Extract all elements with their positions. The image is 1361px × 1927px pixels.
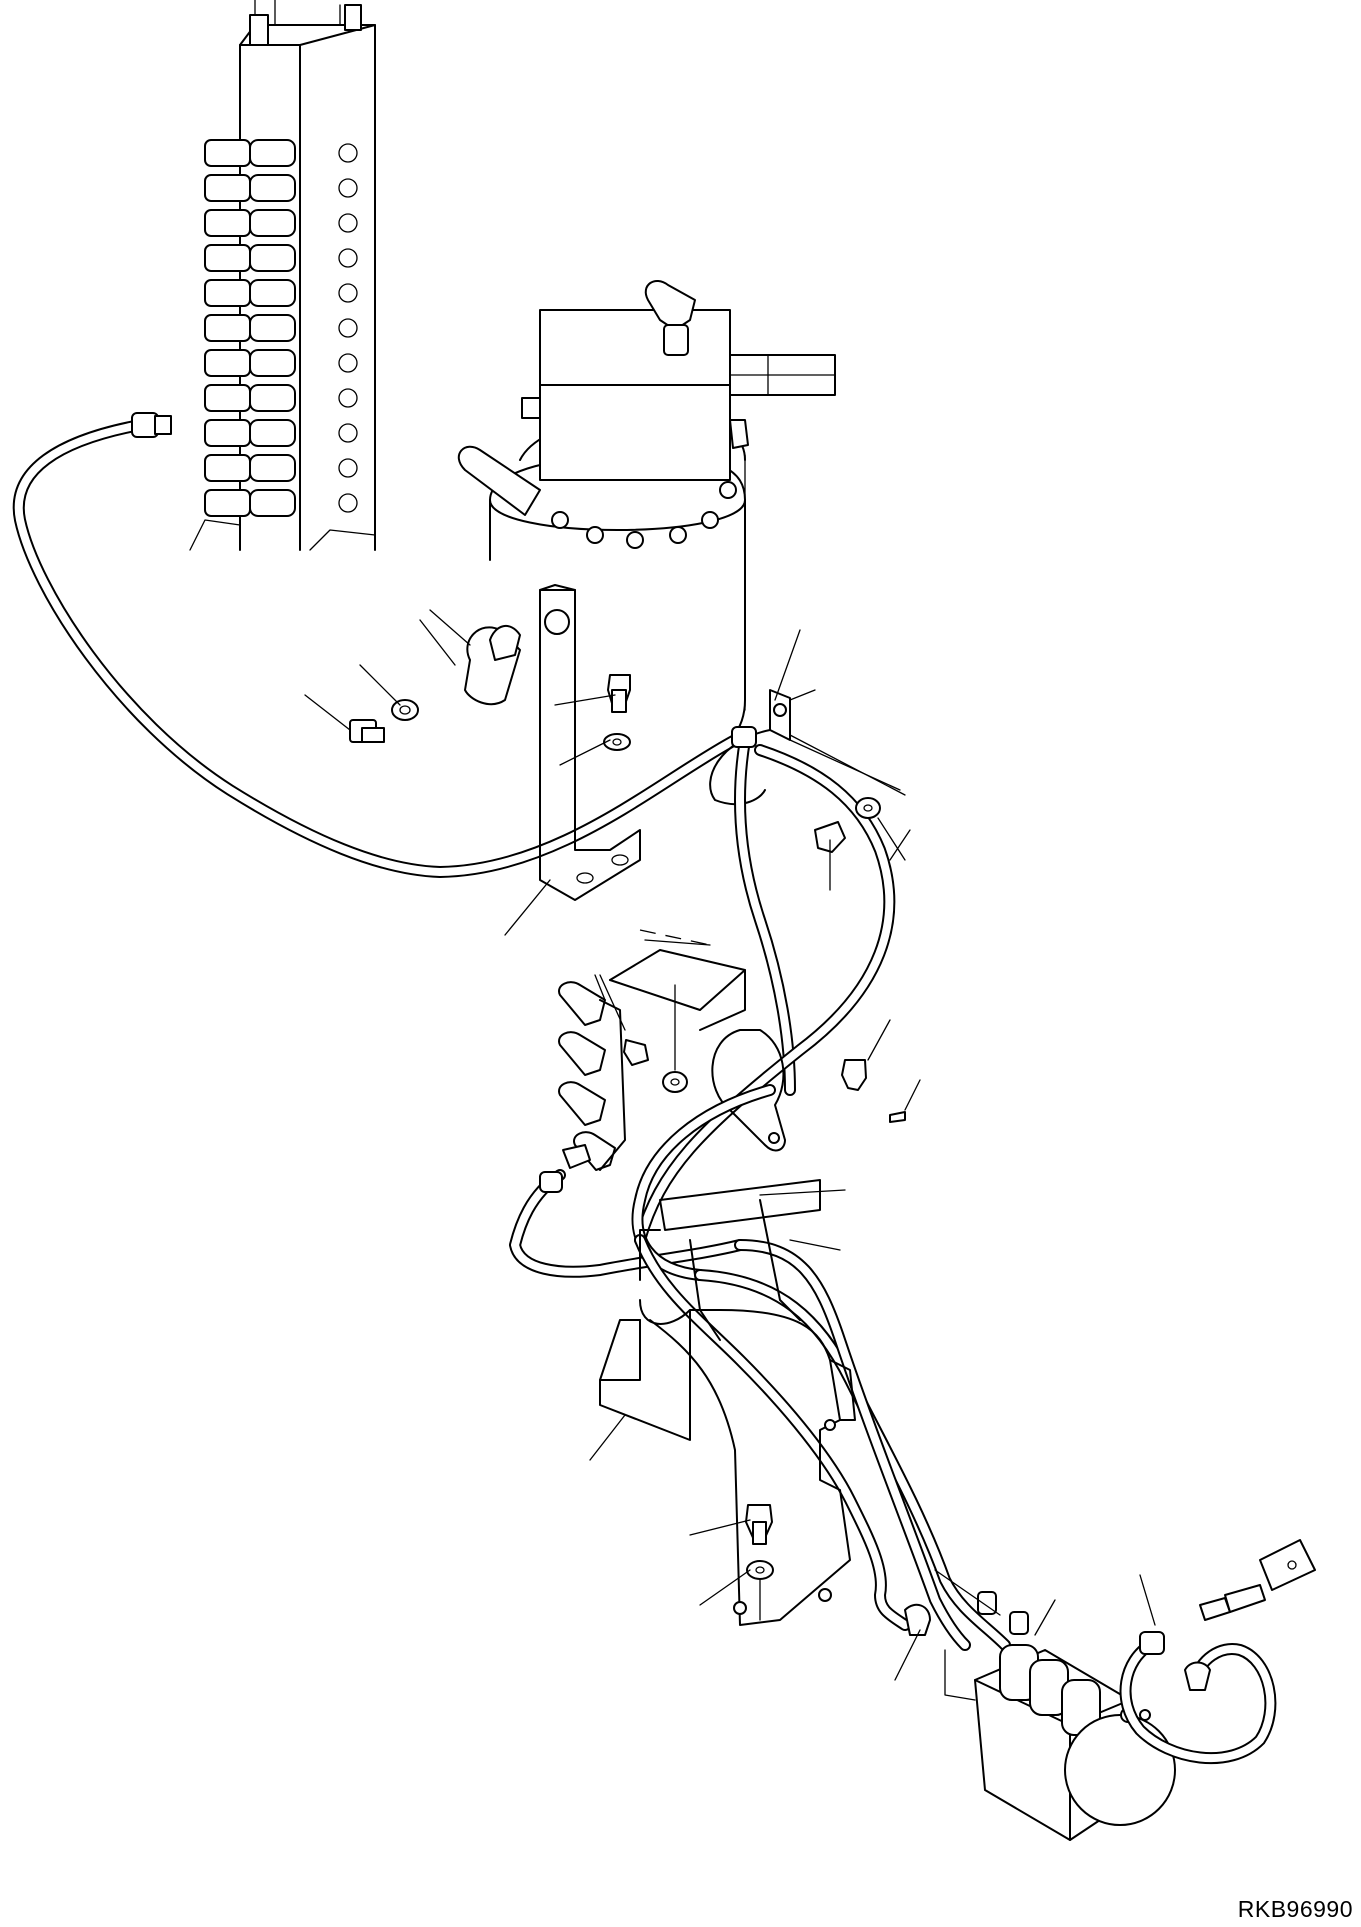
bolt-right-mid xyxy=(842,1020,920,1122)
support-bracket-upper xyxy=(540,585,640,900)
small-bolt xyxy=(624,1040,648,1065)
hose-vertical-right xyxy=(640,727,889,1240)
accumulator xyxy=(1065,1715,1175,1825)
solenoid-valve-small xyxy=(559,930,745,1170)
hydraulic-tank xyxy=(459,281,835,750)
hose-fitting-top xyxy=(732,727,756,747)
p-clamp xyxy=(712,1030,785,1150)
bracket-bolt-upper xyxy=(604,675,630,750)
leader-lines xyxy=(305,610,1155,1680)
fitting-adapter-right xyxy=(1200,1540,1315,1620)
washer-left xyxy=(392,700,418,720)
hose-clamp-upper xyxy=(350,626,520,742)
hose-loop-right xyxy=(1126,1540,1315,1758)
hose-long-loop xyxy=(19,413,735,872)
hose-fitting-mid-left xyxy=(540,1172,562,1192)
valve-fittings xyxy=(559,982,615,1170)
solenoid-manifold xyxy=(945,1645,1175,1840)
hose-bundle-mid xyxy=(515,1090,1028,1645)
elbow-fitting-top xyxy=(646,281,695,355)
control-valve xyxy=(190,0,375,550)
flange-bolts xyxy=(552,482,736,548)
bolt-washer-right xyxy=(790,735,905,860)
support-bracket-lower xyxy=(600,1180,855,1625)
valve-section-ports xyxy=(205,140,357,516)
bracket-bolt-lower xyxy=(746,1505,773,1620)
drawing-code: RKB96990 xyxy=(1237,1896,1353,1922)
